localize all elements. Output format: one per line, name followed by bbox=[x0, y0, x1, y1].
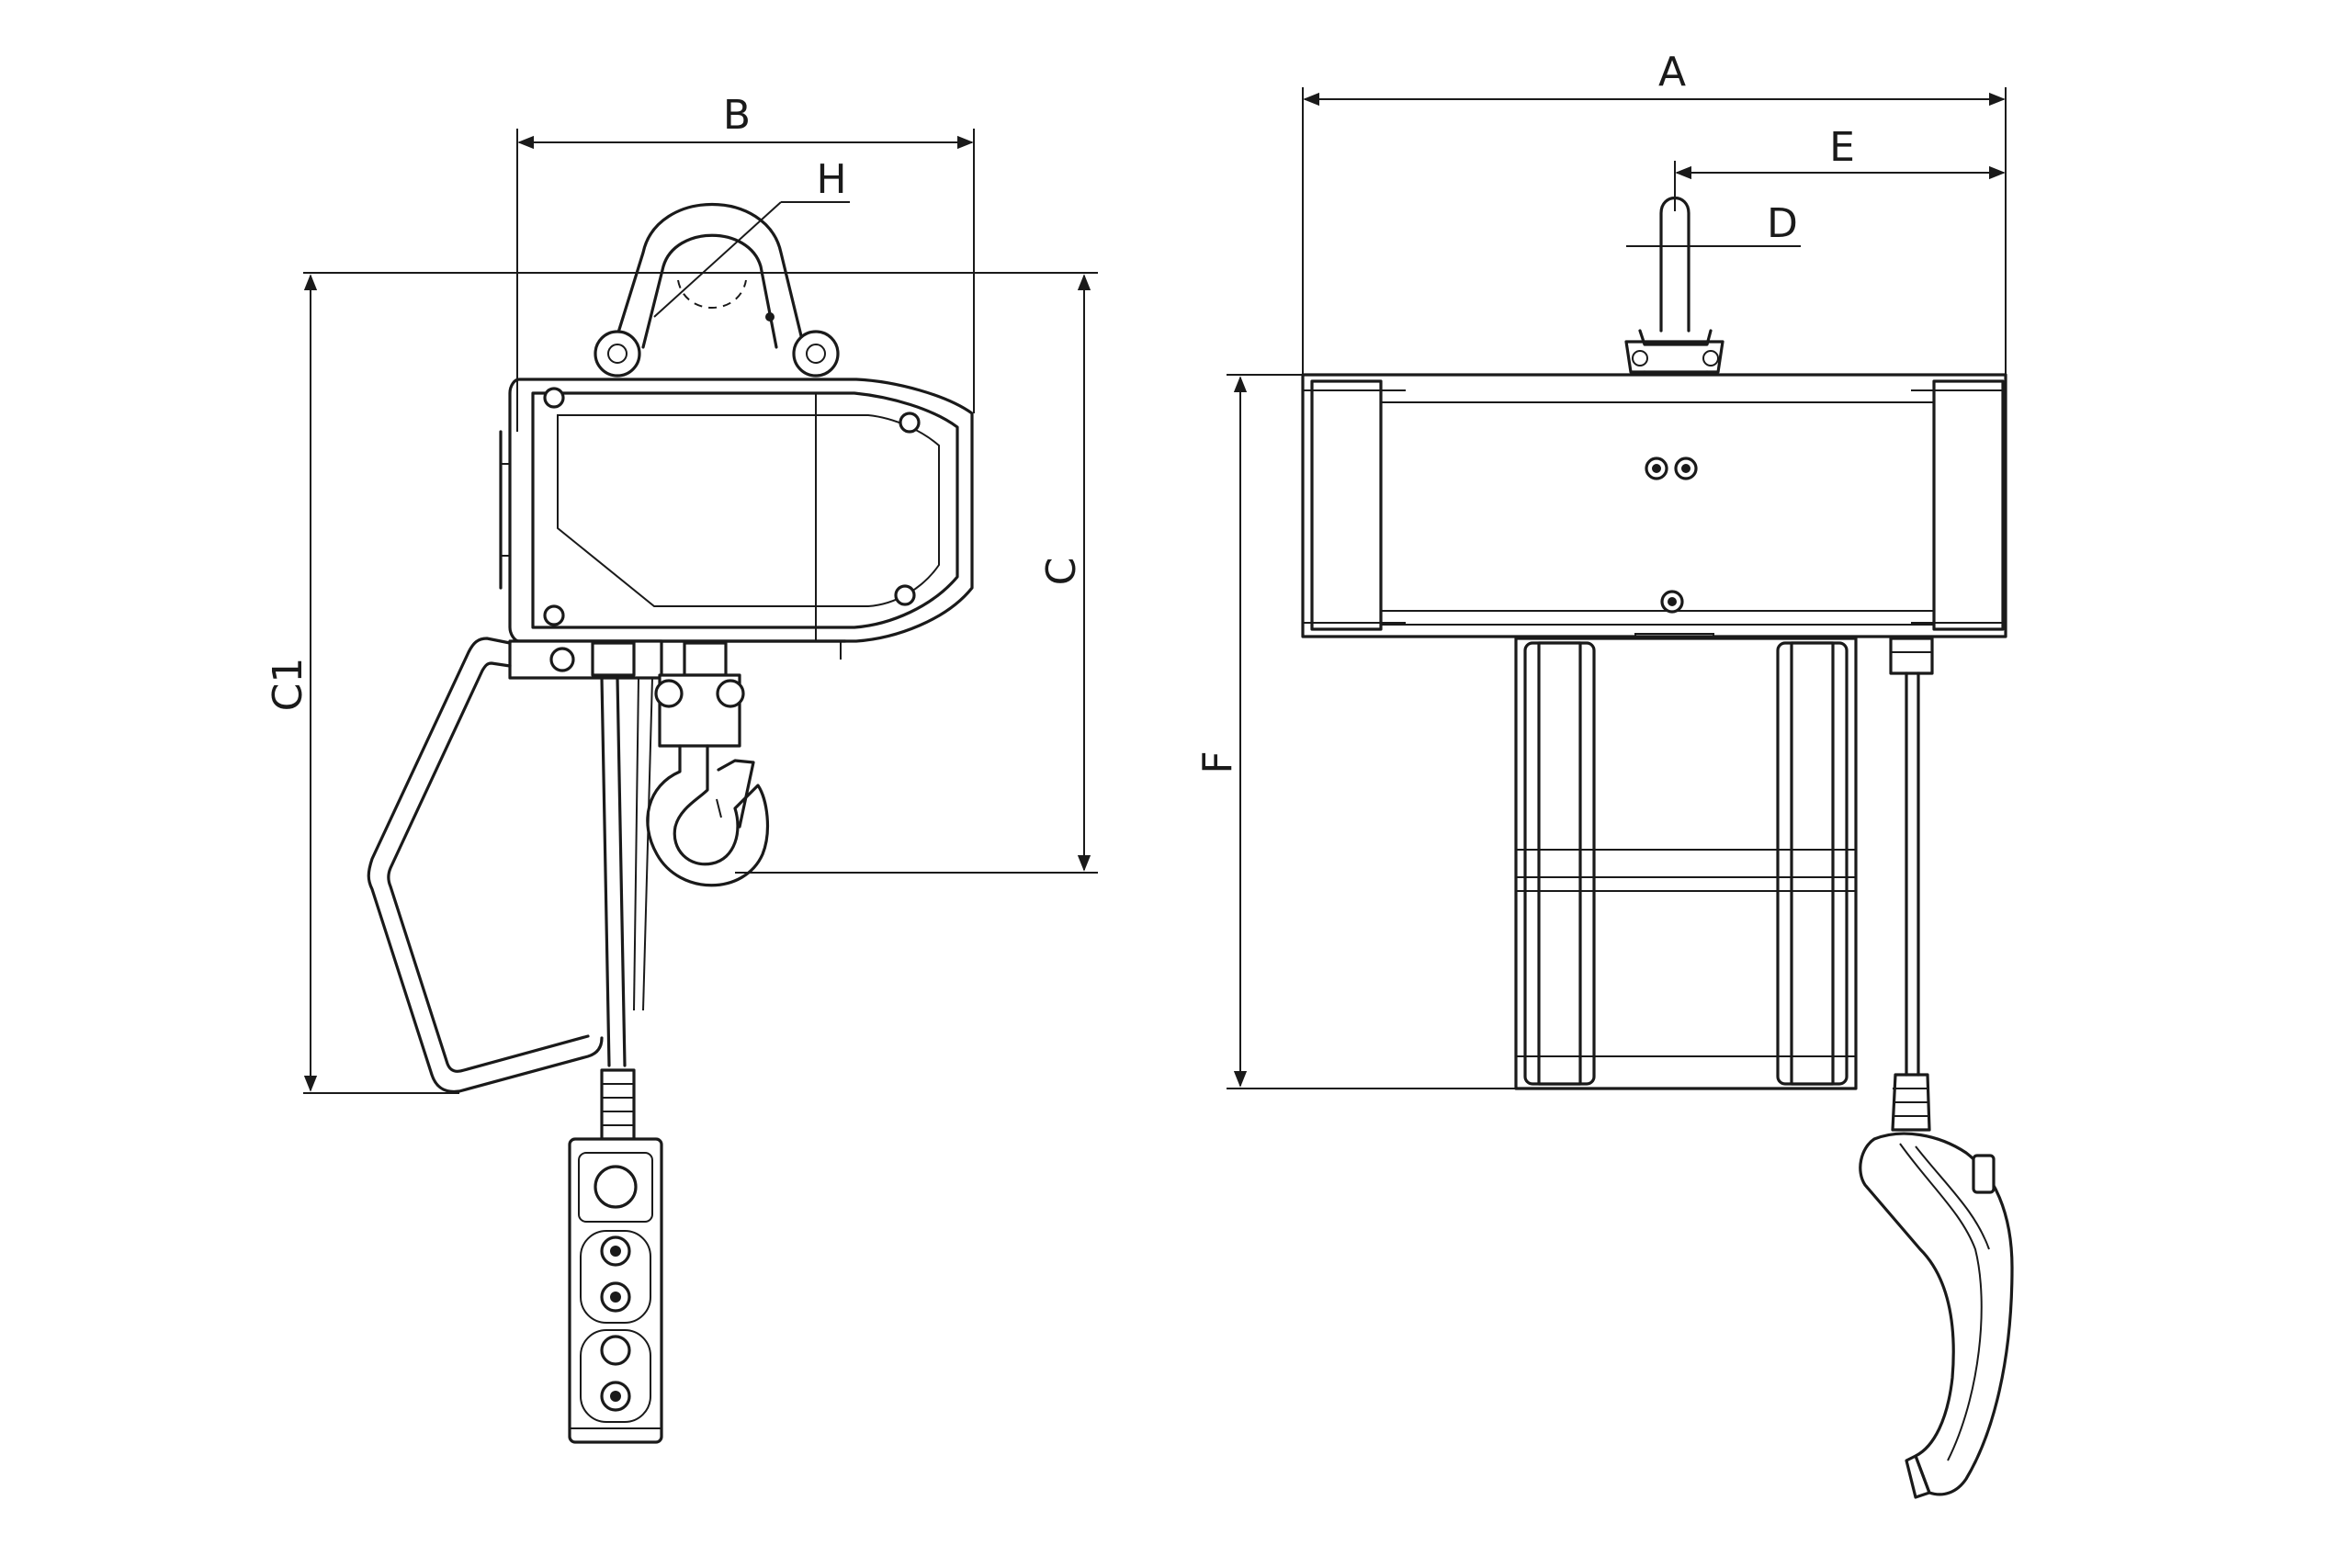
dimension-A: A bbox=[1302, 49, 2007, 375]
pendant-control bbox=[568, 1068, 663, 1444]
dimension-label-C1: C1 bbox=[265, 658, 311, 712]
pendant-cable bbox=[600, 676, 653, 1067]
hand-guard-frame bbox=[367, 637, 604, 1094]
dimension-label-E: E bbox=[1829, 124, 1855, 171]
dimension-B: B bbox=[516, 92, 975, 432]
dimension-F: F bbox=[1194, 374, 1516, 1089]
dimension-C: C bbox=[303, 272, 1098, 874]
dimension-C1: C1 bbox=[265, 274, 459, 1094]
hoist-body-housing bbox=[499, 378, 974, 643]
top-eye-front bbox=[1624, 197, 1724, 383]
dimension-label-F: F bbox=[1194, 750, 1241, 773]
hoist-body-front bbox=[1301, 373, 2007, 644]
lower-bracket-and-glands bbox=[508, 639, 842, 680]
dimension-label-D: D bbox=[1767, 200, 1798, 247]
chain-container bbox=[1514, 637, 1858, 1090]
pendant-control-front bbox=[1859, 1132, 2014, 1499]
dimension-label-C: C bbox=[1038, 558, 1085, 586]
top-suspension-hook bbox=[594, 203, 840, 378]
dimension-E: E bbox=[1674, 124, 2006, 211]
dimension-label-H: H bbox=[816, 156, 846, 203]
pendant-cable-front bbox=[1889, 637, 1934, 1132]
side-view: B H C C1 bbox=[265, 92, 1098, 1444]
dimension-label-A: A bbox=[1658, 49, 1686, 96]
dimension-H: H bbox=[653, 156, 850, 318]
dimension-D: D bbox=[1626, 200, 1801, 247]
dimension-label-B: B bbox=[723, 92, 751, 139]
front-view: A E D F bbox=[1194, 49, 2014, 1499]
load-hook bbox=[646, 673, 769, 887]
